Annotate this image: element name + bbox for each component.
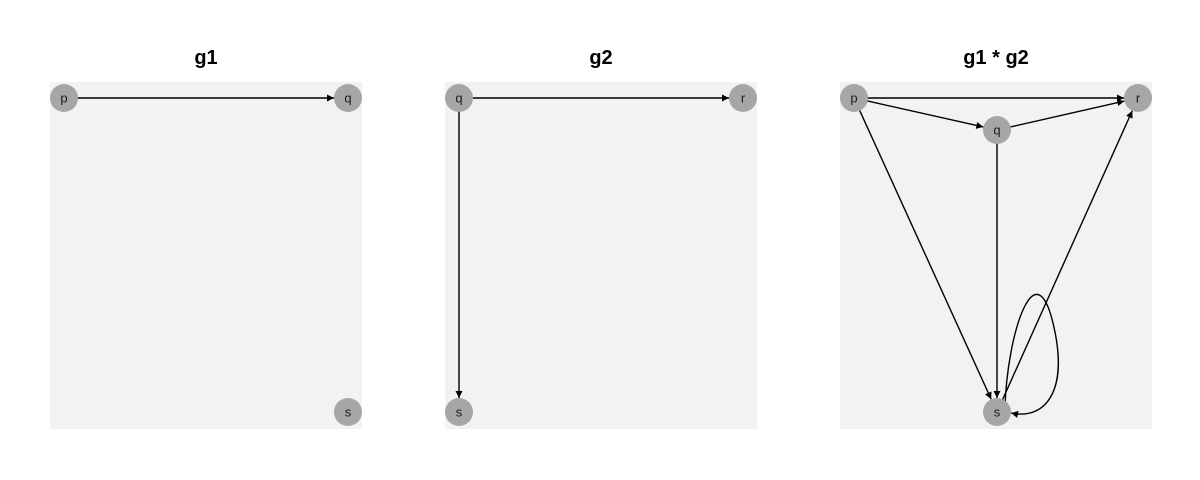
node-g1-s: s	[334, 398, 362, 426]
panel-g2: g2 q r s	[445, 47, 757, 429]
node-g1-q: q	[334, 84, 362, 112]
node-circle	[983, 398, 1011, 426]
node-product-q: q	[983, 116, 1011, 144]
panel-g2-edges	[455, 94, 729, 398]
edge-product-s-to-r	[1001, 110, 1133, 402]
panel-product-edges	[858, 94, 1133, 418]
node-label: q	[455, 91, 462, 106]
panel-product-nodes: p q r s	[840, 84, 1152, 426]
node-g2-q: q	[445, 84, 473, 112]
node-circle	[1124, 84, 1152, 112]
panel-g1-title: g1	[194, 47, 217, 69]
node-label: q	[344, 91, 351, 106]
edge-product-p-to-s	[858, 108, 992, 400]
panel-g2-background	[445, 82, 757, 429]
node-circle	[334, 84, 362, 112]
edge-product-s-to-s	[1004, 293, 1059, 418]
node-circle	[334, 398, 362, 426]
node-circle	[729, 84, 757, 112]
panel-g1-nodes: p q s	[50, 84, 362, 426]
node-product-s: s	[983, 398, 1011, 426]
node-label: r	[741, 91, 746, 106]
node-label: s	[345, 405, 352, 420]
panel-g1-background	[50, 82, 362, 429]
node-g2-s: s	[445, 398, 473, 426]
node-label: q	[993, 123, 1000, 138]
node-g2-r: r	[729, 84, 757, 112]
node-circle	[50, 84, 78, 112]
node-label: s	[456, 405, 463, 420]
edge-product-p-to-q	[865, 99, 984, 129]
node-circle	[840, 84, 868, 112]
edge-product-q-to-r	[1008, 99, 1125, 129]
node-label: p	[60, 91, 67, 106]
panel-product: g1 * g2 p q r s	[840, 47, 1152, 429]
node-label: p	[850, 91, 857, 106]
node-g1-p: p	[50, 84, 78, 112]
node-product-p: p	[840, 84, 868, 112]
panel-g1: g1 p q s	[50, 47, 362, 429]
node-label: r	[1136, 91, 1141, 106]
panel-g2-nodes: q r s	[445, 84, 757, 426]
panel-product-title: g1 * g2	[963, 47, 1029, 69]
panel-g2-title: g2	[589, 47, 612, 69]
node-circle	[445, 398, 473, 426]
node-product-r: r	[1124, 84, 1152, 112]
node-circle	[445, 84, 473, 112]
node-label: s	[994, 405, 1001, 420]
node-circle	[983, 116, 1011, 144]
